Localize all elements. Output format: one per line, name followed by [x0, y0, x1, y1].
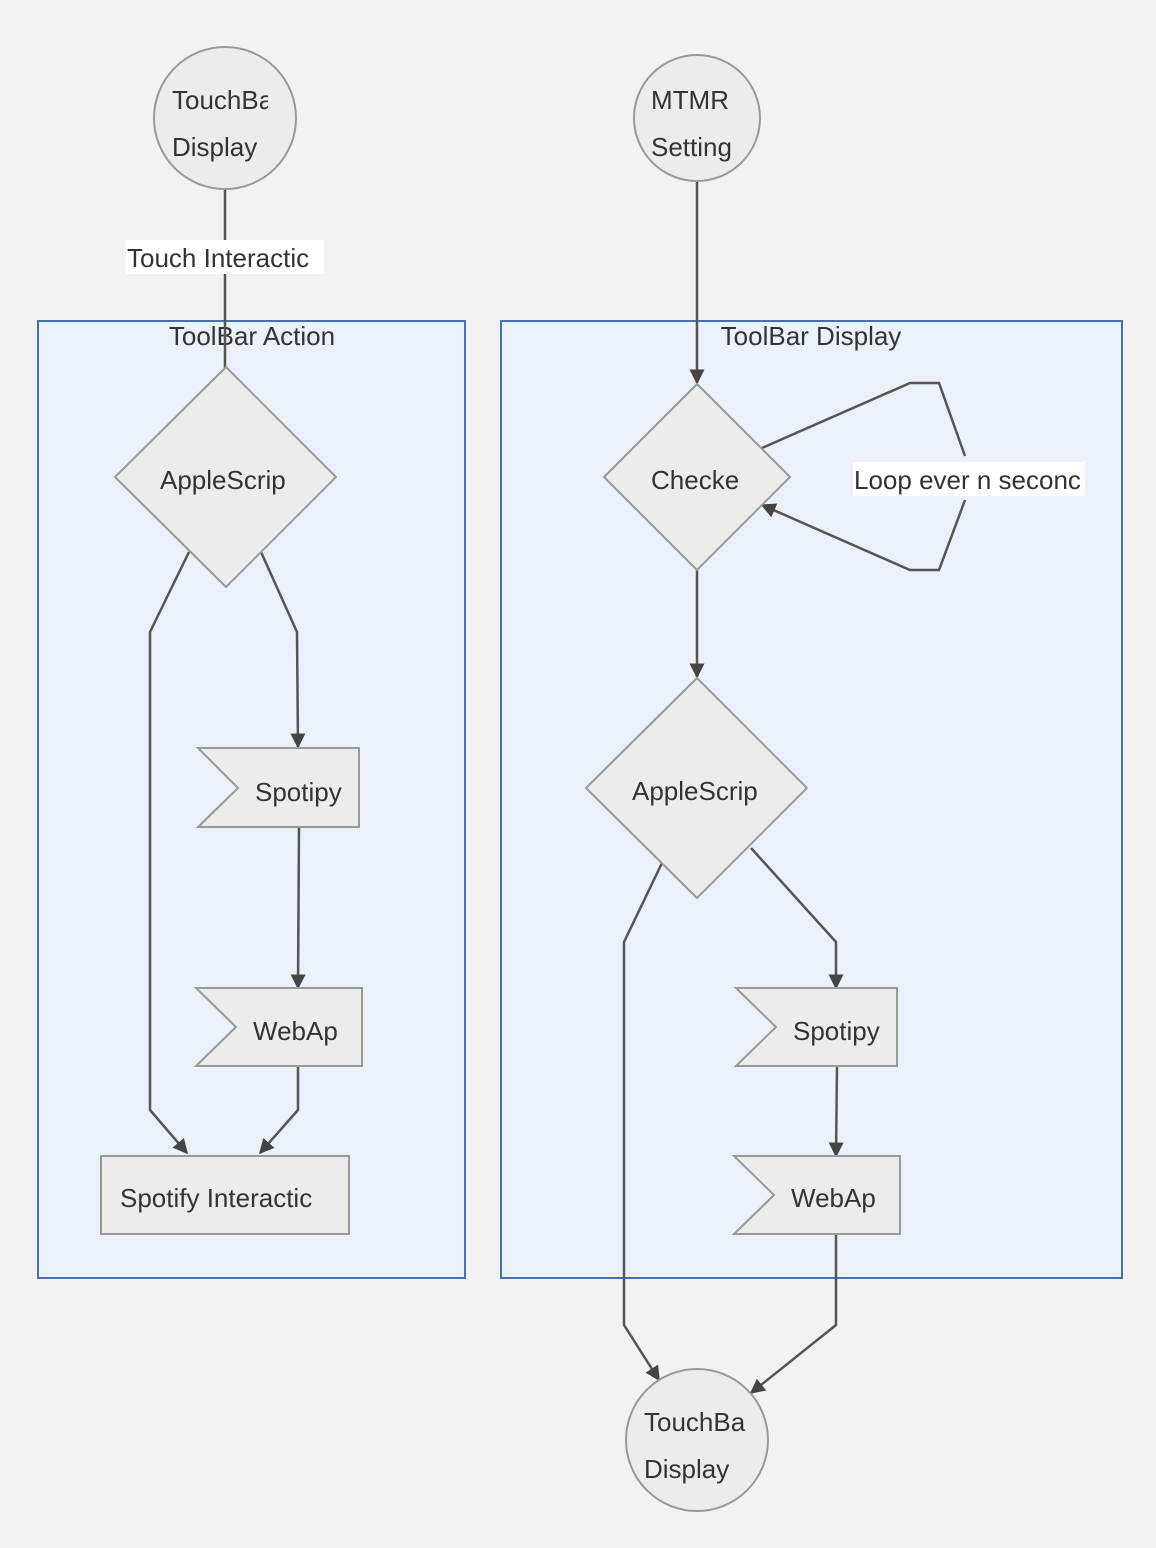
edge-webapi-to-spotify-interaction [259, 1066, 300, 1155]
node-spotify-interaction: Spotify Interactic [100, 1155, 350, 1235]
edge-applescript-to-spotify-action [259, 551, 306, 749]
edge-applescript-to-touchbar-bottom [622, 862, 664, 1382]
node-text-line: MTMR [651, 85, 729, 115]
node-text: WebAp [791, 1183, 876, 1213]
edge-label-touch-interaction: Touch Interactic [126, 240, 324, 274]
node-text: AppleScrip [632, 776, 758, 806]
edges [148, 181, 967, 1394]
edge-label-loop: Loop ever n seconc [853, 462, 1085, 496]
node-text: Spotify Interactic [120, 1183, 312, 1213]
cluster-title-toolbar-action: ToolBar Action [169, 321, 335, 351]
node-text: Spotipy [255, 777, 342, 807]
edge-spotify-to-webapi-display [828, 1065, 844, 1158]
node-text-line: Display [644, 1454, 729, 1484]
edge-webapi-to-touchbar-bottom [749, 1234, 838, 1394]
node-text-line: TouchBa [172, 85, 274, 115]
node-touchbar-display-top: TouchBa Display [153, 46, 297, 190]
node-webapi-action: WebAp [193, 987, 363, 1067]
edge-applescript-to-spotify-display [750, 847, 844, 990]
node-text-line: TouchBa [644, 1407, 746, 1437]
edge-applescript-to-spotify-interaction [148, 551, 191, 1155]
edge-spotify-to-webapi-action [290, 826, 306, 990]
node-text-line: Display [172, 132, 257, 162]
node-text: AppleScrip [160, 465, 286, 495]
node-checker: Checke [602, 382, 792, 572]
node-webapi-display: WebAp [731, 1155, 901, 1235]
node-spotipy-display: Spotipy [733, 987, 898, 1067]
node-touchbar-display-bottom: TouchBa Display [625, 1368, 769, 1512]
node-mtmr-settings: MTMR Setting [633, 54, 761, 182]
edge-label-loop-text: Loop ever n seconc [854, 465, 1081, 495]
edge-label-touch-interaction-text: Touch Interactic [127, 243, 309, 273]
node-text: WebAp [253, 1016, 338, 1046]
edge-checker-loop [762, 381, 967, 572]
node-text: Spotipy [793, 1016, 880, 1046]
node-spotipy-action: Spotipy [195, 747, 360, 828]
node-text-line: Setting [651, 132, 732, 162]
cluster-title-toolbar-display: ToolBar Display [721, 321, 902, 351]
node-text: Checke [651, 465, 739, 495]
node-applescript-display: AppleScrip [584, 676, 809, 900]
node-applescript-action: AppleScrip [113, 365, 338, 589]
